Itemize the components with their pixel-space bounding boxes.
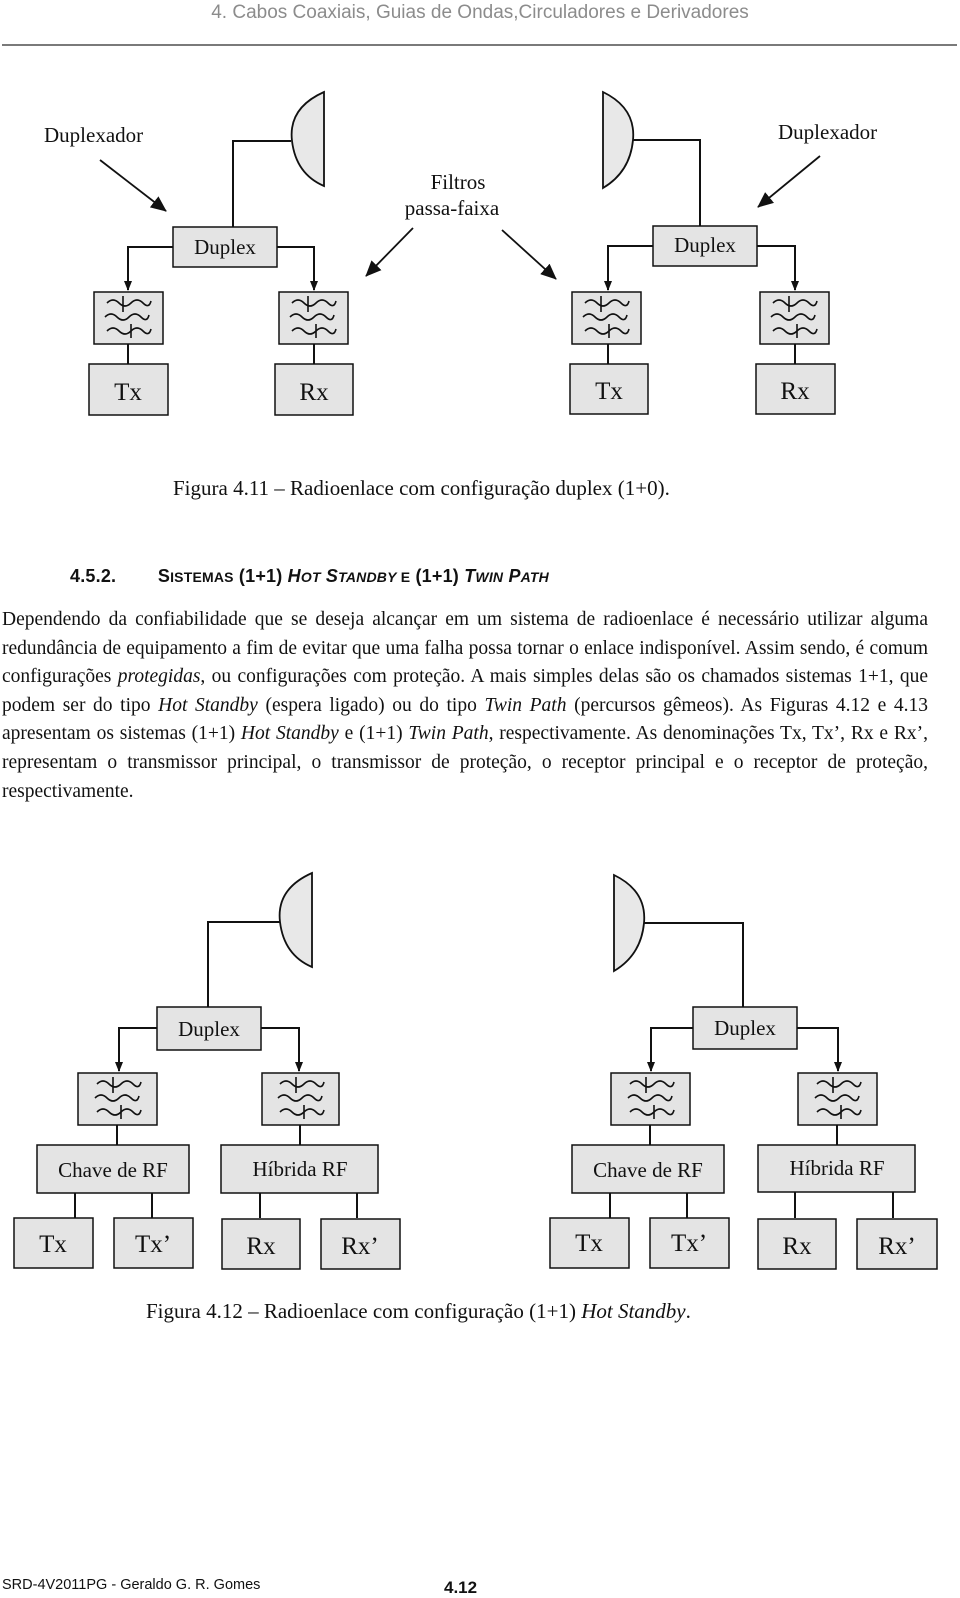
rx-right-label: Rx <box>780 378 810 405</box>
path-right-duplex-to-filter-a <box>647 1027 693 1072</box>
rx-prime-box-right: Rx’ <box>856 1218 938 1270</box>
rx-box-right: Rx <box>755 363 836 415</box>
arrow-duplexador-left <box>99 159 167 212</box>
filter-box-3 <box>571 291 642 345</box>
header-title: 4. Cabos Coaxiais, Guias de Ondas,Circul… <box>211 2 749 23</box>
tx-box-left: Tx <box>88 363 169 416</box>
duplex-box-left: Duplex <box>172 226 278 268</box>
filtros-label: Filtros <box>431 170 486 194</box>
duplex-box-right: Duplex <box>652 225 758 267</box>
path-left-duplex-to-filter-b <box>261 1027 303 1072</box>
antenna-left <box>232 90 325 228</box>
duplex-right-2-label: Duplex <box>714 1016 776 1040</box>
rx-2-left-label: Rx <box>246 1233 276 1260</box>
filter-box-8 <box>797 1072 878 1126</box>
chave-rf-box-right: Chave de RF <box>571 1144 725 1194</box>
arrow-filtros-left <box>365 227 414 277</box>
tx-2-right-label: Tx <box>575 1230 603 1257</box>
figure-4-12-caption: Figura 4.12 – Radioenlace com configuraç… <box>146 1299 691 1323</box>
tx-prime-box-right: Tx’ <box>649 1217 730 1269</box>
path-duplex-left-to-rx-filter <box>277 246 318 291</box>
filter-box-7 <box>610 1072 691 1126</box>
path-duplex-right-to-tx-filter <box>604 245 653 291</box>
duplex-left-label: Duplex <box>194 235 256 259</box>
duplex-left-2-label: Duplex <box>178 1017 240 1041</box>
figure-4-12-diagram: Duplex Chave de RF Híbrida RF Tx Tx’ Rx … <box>13 871 938 1270</box>
duplex-box-left-2: Duplex <box>156 1006 262 1051</box>
arrow-filtros-right <box>501 229 557 280</box>
header-rule <box>2 44 957 46</box>
tx-prime-right-label: Tx’ <box>671 1230 707 1257</box>
figure-4-11-diagram: Duplexador Duplexador Filtros passa-faix… <box>44 90 877 416</box>
rx-box-2-left: Rx <box>221 1218 301 1270</box>
rx-prime-right-label: Rx’ <box>878 1233 916 1260</box>
tx-right-label: Tx <box>595 378 623 405</box>
chave-rf-box-left: Chave de RF <box>36 1144 190 1194</box>
filter-box-5 <box>77 1072 158 1126</box>
chave-rf-right-label: Chave de RF <box>593 1158 703 1182</box>
antenna-left-2 <box>207 871 313 1007</box>
hibrida-rf-left-label: Híbrida RF <box>252 1157 347 1181</box>
filter-box-6 <box>261 1072 340 1126</box>
passa-faixa-label: passa-faixa <box>405 196 500 220</box>
path-duplex-right-to-rx-filter <box>757 245 799 291</box>
section-heading: 4.5.2. SISTEMAS (1+1) HOT STANDBY E (1+1… <box>70 566 549 586</box>
hibrida-rf-box-right: Híbrida RF <box>757 1144 916 1193</box>
path-left-duplex-to-filter-a <box>115 1027 157 1072</box>
filter-box-2 <box>278 291 349 345</box>
tx-prime-left-label: Tx’ <box>135 1231 171 1258</box>
hibrida-rf-box-left: Híbrida RF <box>220 1144 379 1194</box>
duplex-right-label: Duplex <box>674 233 736 257</box>
tx-2-left-label: Tx <box>39 1231 67 1258</box>
tx-box-2-left: Tx <box>13 1217 94 1269</box>
rx-box-left: Rx <box>274 363 354 416</box>
tx-box-right: Tx <box>569 363 649 415</box>
antenna-right-2 <box>613 873 744 1007</box>
chave-rf-left-label: Chave de RF <box>58 1158 168 1182</box>
duplexador-left-label: Duplexador <box>44 123 143 147</box>
antenna-right <box>602 90 701 227</box>
tx-prime-box-left: Tx’ <box>113 1217 194 1269</box>
rx-left-label: Rx <box>299 379 329 406</box>
path-duplex-left-to-tx-filter <box>124 246 173 291</box>
filter-box-1 <box>93 291 164 345</box>
rx-box-2-right: Rx <box>757 1218 837 1270</box>
duplexador-right-label: Duplexador <box>778 120 877 144</box>
hibrida-rf-right-label: Híbrida RF <box>789 1156 884 1180</box>
footer-author: SRD-4V2011PG - Geraldo G. R. Gomes <box>2 1577 261 1593</box>
rx-2-right-label: Rx <box>782 1233 812 1260</box>
page-number: 4.12 <box>444 1578 478 1597</box>
section-number: 4.5.2. <box>70 566 117 586</box>
body-paragraph: Dependendo da confiabilidade que se dese… <box>2 609 929 802</box>
path-right-duplex-to-filter-b <box>797 1027 842 1072</box>
rx-prime-box-left: Rx’ <box>320 1218 401 1270</box>
figure-4-11-caption: Figura 4.11 – Radioenlace com configuraç… <box>173 476 670 500</box>
tx-left-label: Tx <box>114 379 142 406</box>
duplex-box-right-2: Duplex <box>692 1006 798 1050</box>
filter-box-4 <box>759 291 830 345</box>
tx-box-2-right: Tx <box>549 1217 630 1269</box>
arrow-duplexador-right <box>757 155 821 208</box>
rx-prime-left-label: Rx’ <box>341 1233 379 1260</box>
